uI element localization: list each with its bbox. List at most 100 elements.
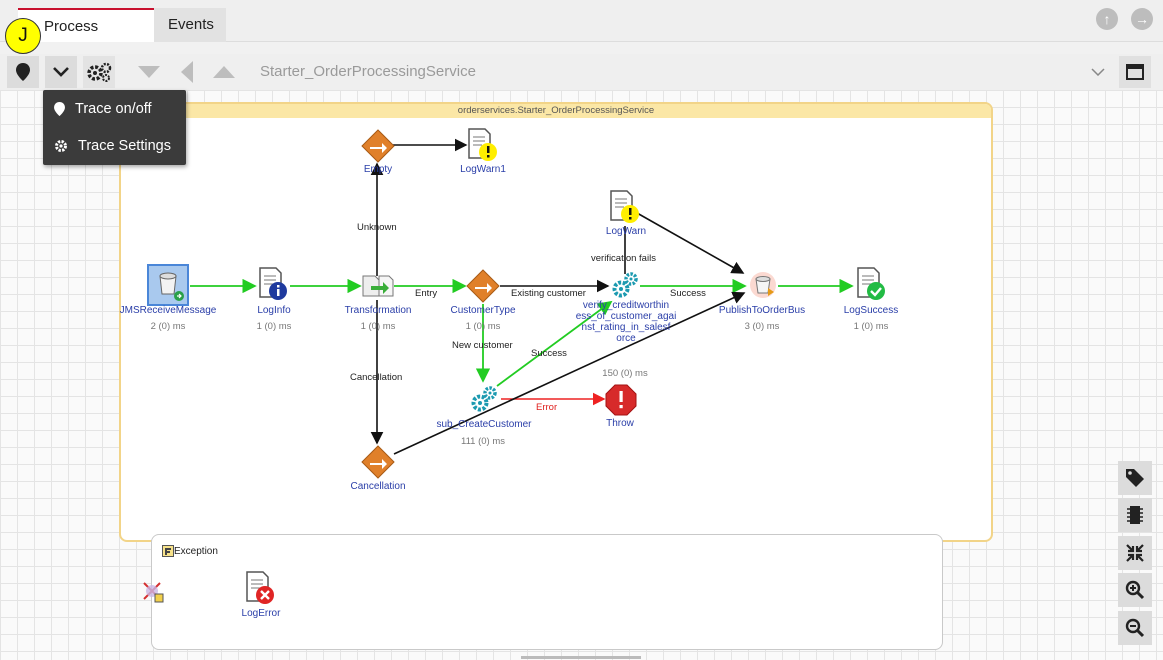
tab-bar: Process Diagram Events ↑ → (0, 0, 1163, 69)
transition-label-new: New customer (452, 340, 513, 351)
logwarn1-activity[interactable] (466, 128, 500, 167)
transformation-activity[interactable] (361, 272, 395, 303)
logwarn-activity[interactable] (608, 190, 642, 229)
subcreate-stat: 111 (0) ms (461, 436, 505, 447)
tag-icon (1126, 469, 1144, 487)
publishtoorderbus-activity[interactable] (747, 270, 779, 305)
verify-label-line: verify_creditworthin (582, 300, 670, 311)
transform-icon (362, 275, 394, 297)
catch-activity[interactable] (141, 580, 165, 609)
toolbar: Starter_OrderProcessingService (0, 54, 1163, 90)
log-warning-icon (468, 128, 497, 161)
exception-label: Exception (162, 545, 218, 557)
transition-label-existing: Existing customer (511, 288, 586, 299)
menu-item-label: Trace Settings (78, 138, 171, 154)
caret-down-icon[interactable] (137, 60, 161, 84)
window-icon (1126, 64, 1144, 80)
logwarn-label: LogWarn (605, 226, 647, 237)
verify-label-line: nst_rating_in_salesf (581, 322, 671, 333)
transformation-label: Transformation (344, 305, 412, 316)
marker-icon (16, 63, 30, 81)
sub-createcustomer-activity[interactable] (469, 384, 499, 419)
log-warning-icon (610, 190, 639, 223)
logerror-label: LogError (241, 608, 281, 619)
log-info-icon (259, 267, 287, 300)
menu-item-trace-toggle[interactable]: Trace on/off (43, 91, 186, 127)
verify-label-line: ess_of_customer_agai (575, 311, 677, 322)
log-success-icon (857, 267, 885, 300)
arrow-right-icon[interactable]: → (1131, 8, 1153, 30)
step-badge: J (5, 18, 41, 54)
throw-label: Throw (606, 418, 634, 429)
jms-label: JMSReceiveMessage (119, 305, 217, 316)
settings-button[interactable] (83, 56, 115, 88)
transition-label-success: Success (531, 348, 567, 359)
trace-dropdown-menu: Trace on/off Trace Settings (43, 90, 186, 165)
caret-left-icon[interactable] (175, 60, 199, 84)
collapse-button[interactable] (1118, 536, 1152, 570)
tab-events[interactable]: Events (154, 8, 226, 42)
publish-stat: 3 (0) ms (744, 321, 780, 332)
transition-label-error: Error (536, 402, 558, 413)
compress-icon (1126, 544, 1144, 562)
throw-activity[interactable] (605, 384, 637, 421)
customertype-label: CustomerType (450, 305, 516, 316)
trace-menu-button[interactable] (45, 56, 77, 88)
logsuccess-label: LogSuccess (843, 305, 899, 316)
exception-icon (162, 545, 174, 557)
maximize-button[interactable] (1119, 56, 1151, 88)
catch-icon (143, 582, 164, 603)
logerror-activity[interactable] (244, 571, 278, 610)
menu-item-label: Trace on/off (75, 101, 152, 117)
logsuccess-stat: 1 (0) ms (853, 321, 889, 332)
verify-label-line: orce (616, 333, 636, 344)
customertype-stat: 1 (0) ms (465, 321, 501, 332)
horizontal-scrollbar[interactable] (521, 656, 641, 659)
diamond-arrow-icon (361, 129, 395, 163)
transition-label-success: Success (670, 288, 706, 299)
transition-label-verification-fails: verification fails (591, 253, 656, 264)
gear-icon (55, 140, 67, 152)
log-error-icon (246, 571, 274, 604)
subprocess-gears-icon (612, 272, 638, 298)
transition-label-cancellation: Cancellation (350, 372, 403, 383)
verify-stat: 150 (0) ms (602, 368, 648, 379)
logwarn1-label: LogWarn1 (460, 164, 506, 175)
gears-icon (87, 62, 112, 82)
jms-receive-icon (159, 272, 184, 301)
zoom-in-button[interactable] (1118, 573, 1152, 607)
tag-button[interactable] (1118, 461, 1152, 495)
breadcrumb-dropdown-icon[interactable] (1086, 60, 1110, 84)
verify-creditworthiness-activity[interactable] (610, 270, 640, 305)
zoom-out-icon (1125, 618, 1145, 638)
cancellation-activity[interactable] (361, 445, 395, 484)
transformation-stat: 1 (0) ms (360, 321, 396, 332)
trace-toggle-button[interactable] (7, 56, 39, 88)
jms-publish-icon (750, 272, 776, 298)
caret-up-icon[interactable] (212, 60, 236, 84)
arrow-up-icon[interactable]: ↑ (1096, 8, 1118, 30)
zoom-out-button[interactable] (1118, 611, 1152, 645)
diamond-arrow-icon (466, 269, 500, 303)
loginfo-activity[interactable] (257, 267, 291, 306)
process-title: orderservices.Starter_OrderProcessingSer… (121, 104, 991, 118)
chip-button[interactable] (1118, 498, 1152, 532)
transition-label-unknown: Unknown (357, 222, 397, 233)
exception-container[interactable]: Exception (151, 534, 943, 650)
logsuccess-activity[interactable] (855, 267, 889, 306)
empty-activity[interactable] (361, 129, 395, 168)
breadcrumb[interactable]: Starter_OrderProcessingService (260, 63, 476, 80)
diamond-arrow-icon (361, 445, 395, 479)
zoom-in-icon (1125, 580, 1145, 600)
jmsreceivemessage-activity[interactable] (147, 264, 189, 306)
menu-item-trace-settings[interactable]: Trace Settings (43, 128, 186, 164)
loginfo-label: LogInfo (257, 305, 291, 316)
subcreate-label: sub_CreateCustomer (436, 419, 532, 430)
throw-error-icon (605, 384, 637, 416)
customertype-activity[interactable] (466, 269, 500, 308)
chevron-down-icon (53, 67, 69, 77)
marker-icon (54, 102, 65, 116)
empty-label: Empty (363, 164, 393, 175)
loginfo-stat: 1 (0) ms (256, 321, 292, 332)
